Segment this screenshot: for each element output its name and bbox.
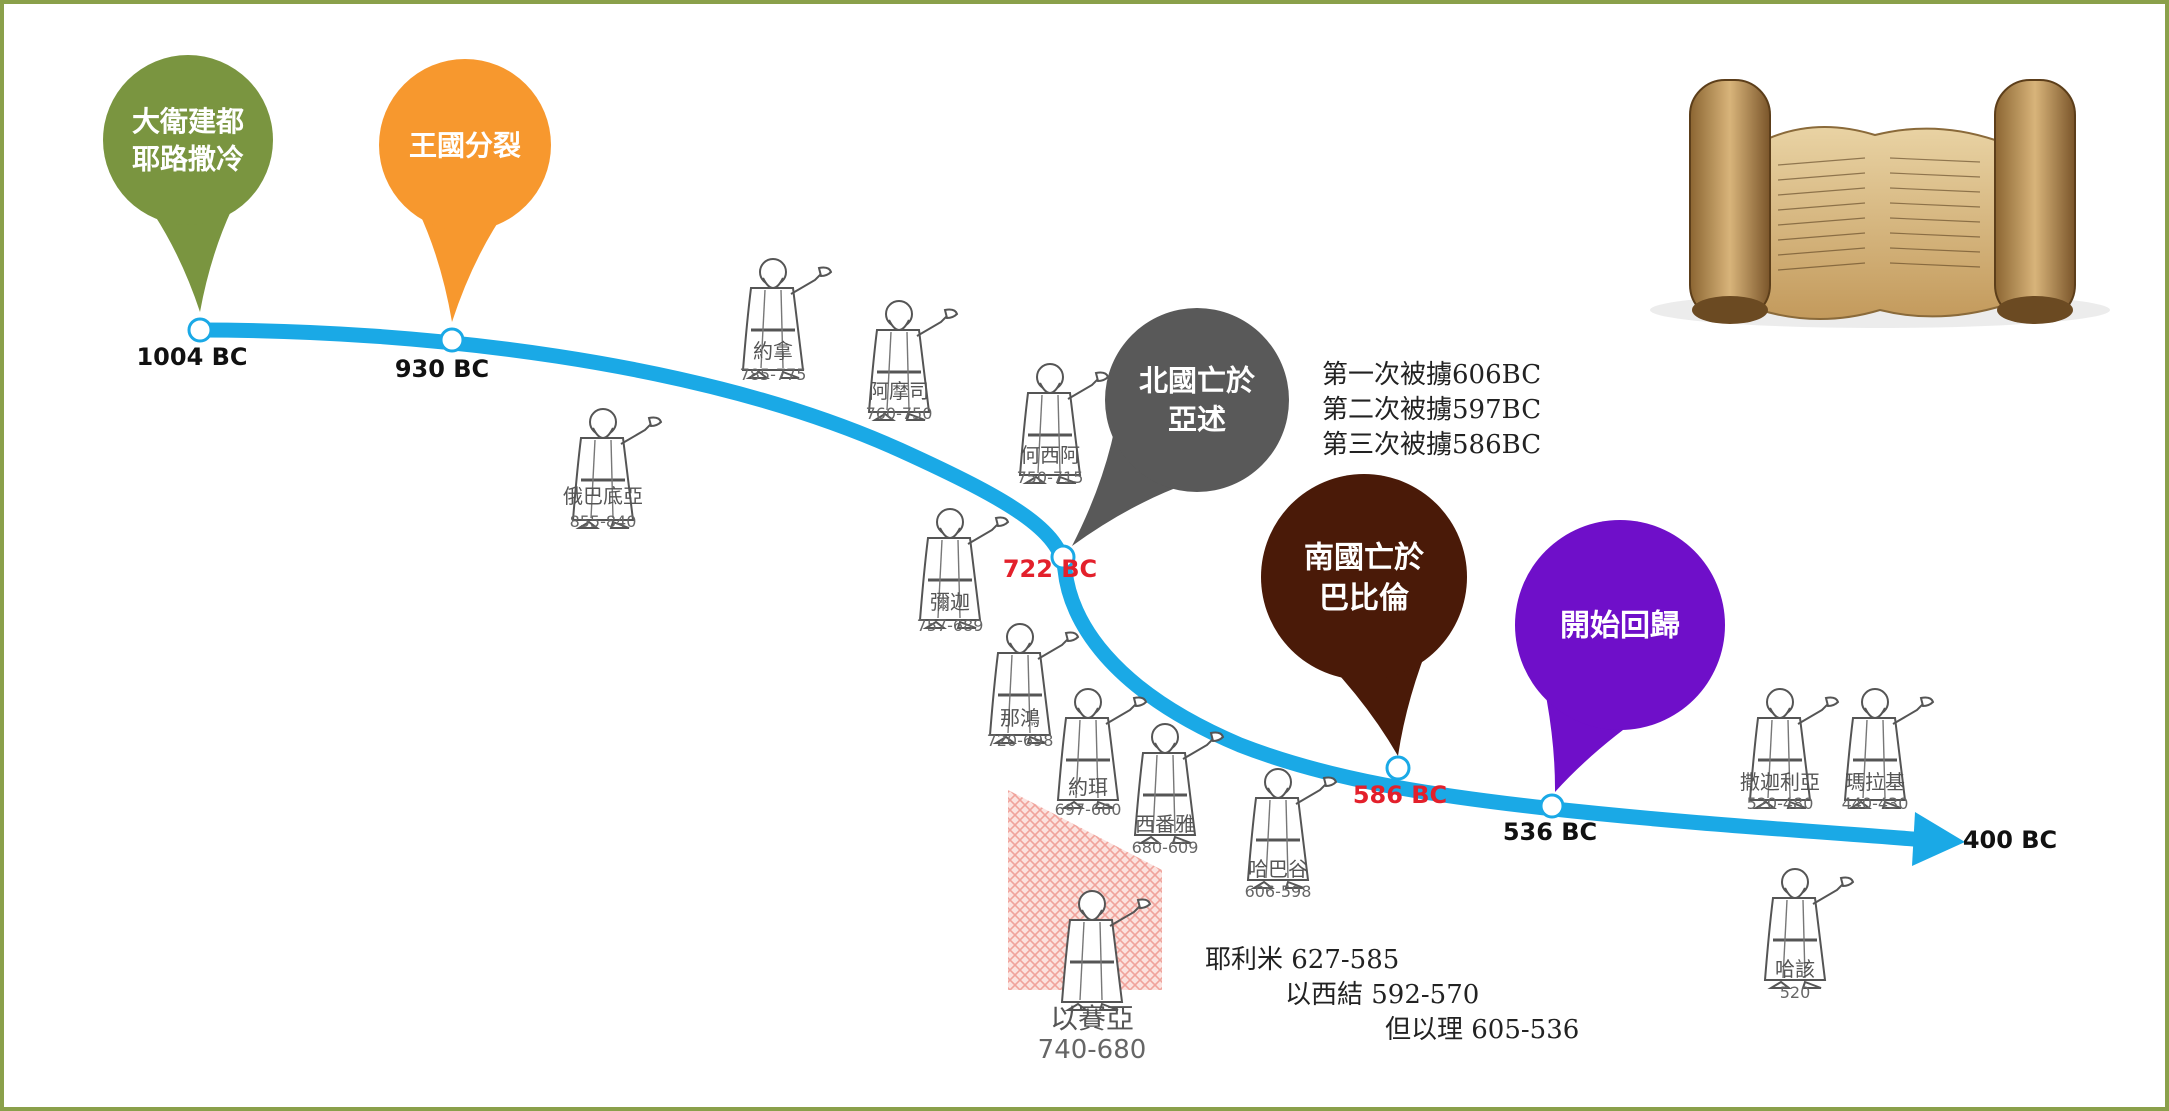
date-label-536-bc: 536 BC	[1503, 818, 1597, 846]
pin-head	[1105, 308, 1289, 492]
pin-head	[379, 59, 551, 231]
pin-head	[1261, 474, 1467, 680]
date-label-1004-bc: 1004 BC	[136, 343, 247, 371]
prophet-years: 520	[1780, 983, 1811, 1002]
pin-label: 亞述	[1168, 403, 1226, 437]
exile-prophet-1: 耶利米 627-585	[1205, 945, 1399, 975]
pin-label: 開始回歸	[1560, 609, 1680, 644]
timeline-arrowhead	[1912, 812, 1965, 866]
pin-label: 大衛建都	[132, 105, 244, 138]
prophet-name: 以賽亞	[1050, 1002, 1134, 1035]
date-label-400-bc: 400 BC	[1963, 826, 2057, 854]
prophet-figure-icon	[741, 258, 833, 379]
isaiah-highlight-panel	[1008, 790, 1162, 990]
prophet-figure-icon	[1056, 688, 1148, 809]
event-pin-5: 開始回歸	[1515, 520, 1725, 792]
prophet-12: 哈該 520	[1763, 868, 1855, 1002]
prophet-figure-icon	[988, 623, 1080, 744]
prophet-figure-icon	[867, 300, 959, 421]
prophet-years: 606-598	[1245, 882, 1312, 901]
timeline-point-marker	[439, 327, 465, 353]
prophet-name: 哈巴谷	[1248, 857, 1308, 881]
date-label-930-bc: 930 BC	[395, 355, 489, 383]
prophet-years: 697-660	[1055, 800, 1122, 819]
prophet-name: 哈該	[1775, 957, 1815, 981]
pin-label: 耶路撒冷	[132, 143, 244, 176]
event-pin-2: 王國分裂	[379, 59, 551, 322]
prophet-name: 阿摩司	[869, 379, 929, 403]
timeline-point-marker	[1385, 755, 1411, 781]
pin-label: 王國分裂	[409, 129, 521, 162]
exile-prophet-2: 以西結 592-570	[1285, 980, 1479, 1010]
prophet-name: 約珥	[1068, 775, 1108, 799]
prophet-years: 680-609	[1132, 838, 1199, 857]
prophet-name: 那鴻	[1000, 706, 1040, 730]
pin-label: 北國亡於	[1139, 364, 1256, 398]
prophet-name: 西番雅	[1135, 812, 1195, 836]
date-label-586-bc: 586 BC	[1353, 781, 1447, 809]
prophet-figure-icon	[1763, 868, 1855, 989]
scroll-image-icon	[1650, 79, 2110, 328]
prophet-name: 瑪拉基	[1845, 770, 1905, 794]
prophet-years: 757-689	[917, 616, 984, 635]
date-label-722-bc: 722 BC	[1003, 555, 1097, 583]
prophet-years: 740-680	[1038, 1035, 1147, 1065]
pin-head	[1515, 520, 1725, 730]
timeline-point-marker	[1539, 793, 1565, 819]
prophet-years: 855-840	[570, 512, 637, 531]
prophet-name: 約拿	[753, 339, 793, 363]
prophet-1: 俄巴底亞 855-840	[563, 408, 663, 531]
prophet-years: 720-698	[987, 731, 1054, 750]
captivity-note-2: 第二次被擄597BC	[1322, 395, 1541, 425]
prophet-figure-icon	[1060, 890, 1152, 1011]
prophet-years: 785-775	[740, 365, 807, 384]
prophet-2: 約拿 785-775	[740, 258, 833, 384]
prophet-years: 760-750	[866, 404, 933, 423]
prophet-5: 彌迦 757-689	[917, 508, 1010, 635]
prophet-name: 何西阿	[1020, 443, 1080, 467]
prophet-years: 750-715	[1017, 468, 1084, 487]
prophet-8: 西番雅 680-609	[1132, 723, 1225, 857]
prophet-figure-icon	[918, 508, 1010, 629]
prophet-name: 彌迦	[930, 590, 970, 614]
timeline-line	[192, 322, 1933, 848]
captivity-note-1: 第一次被擄606BC	[1322, 360, 1541, 390]
prophet-years: 520-480	[1747, 794, 1814, 813]
pin-label: 巴比倫	[1319, 581, 1410, 616]
prophet-years: 440-430	[1842, 794, 1909, 813]
timeline-point-marker	[1050, 544, 1076, 570]
prophet-name: 俄巴底亞	[563, 484, 643, 508]
prophet-figure-icon	[1843, 688, 1935, 809]
prophet-figure-icon	[571, 408, 663, 529]
prophet-name: 撒迦利亞	[1740, 770, 1820, 794]
timeline-point-marker	[187, 317, 213, 343]
prophet-figure-icon	[1133, 723, 1225, 844]
prophet-figure-icon	[1018, 363, 1110, 484]
exile-prophet-3: 但以理 605-536	[1385, 1015, 1579, 1045]
pin-head	[103, 55, 273, 225]
captivity-note-3: 第三次被擄586BC	[1322, 430, 1541, 460]
prophet-figure-icon	[1246, 768, 1338, 889]
pin-label: 南國亡於	[1304, 540, 1425, 575]
prophet-figure-icon	[1748, 688, 1840, 809]
